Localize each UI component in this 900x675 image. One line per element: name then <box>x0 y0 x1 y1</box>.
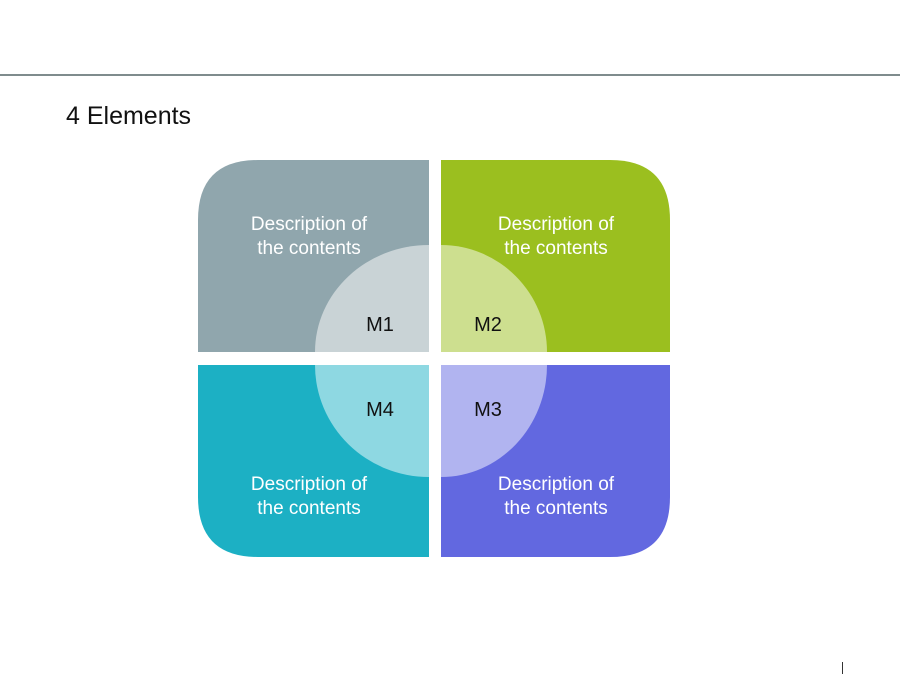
quadrant-m4-label: M4 <box>366 399 394 421</box>
quadrant-m4-desc-line1: Description of <box>251 474 368 495</box>
quadrant-m1-label: M1 <box>366 314 394 336</box>
quadrant-m4-desc-line2: the contents <box>257 498 361 519</box>
slide-title: 4 Elements <box>66 102 192 130</box>
quadrant-m3-desc-line1: Description of <box>498 474 615 495</box>
quadrant-m3-inner-arc <box>441 365 547 477</box>
quadrant-m2-label: M2 <box>474 314 502 336</box>
quadrant-m2: Description of the contents M2 <box>441 160 670 352</box>
quadrant-m1-desc-line1: Description of <box>251 214 368 235</box>
quadrant-m1-inner-arc <box>315 245 429 352</box>
quadrant-m3-label: M3 <box>474 399 502 421</box>
quadrant-m4: Description of the contents M4 <box>198 365 429 557</box>
page-marker <box>842 662 843 674</box>
quadrant-m4-inner-arc <box>315 365 429 477</box>
quadrant-m2-inner-arc <box>441 245 547 352</box>
quadrant-m3: Description of the contents M3 <box>441 365 670 557</box>
top-divider <box>0 74 900 76</box>
quadrant-m2-desc-line1: Description of <box>498 214 615 235</box>
quadrant-m3-desc-line2: the contents <box>504 498 608 519</box>
quadrant-m1-desc-line2: the contents <box>257 238 361 259</box>
quadrant-m2-desc-line2: the contents <box>504 238 608 259</box>
quadrant-m1: Description of the contents M1 <box>198 160 429 352</box>
